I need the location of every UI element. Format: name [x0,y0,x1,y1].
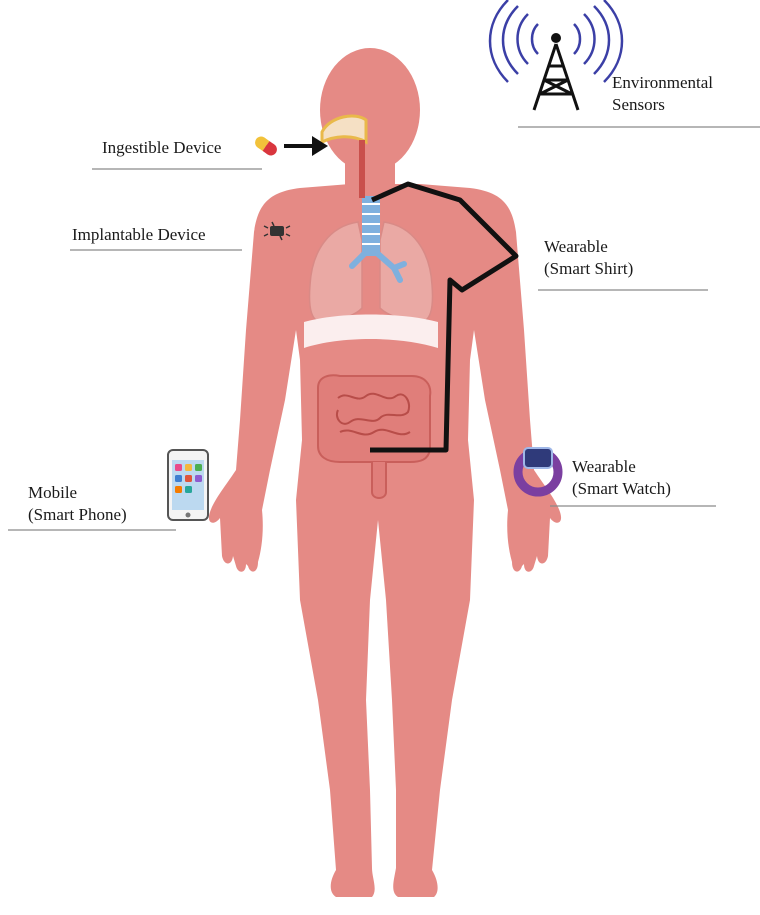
label-smart-phone-line2: (Smart Phone) [28,504,127,526]
label-smart-watch: Wearable (Smart Watch) [572,456,671,500]
label-smart-watch-line2: (Smart Watch) [572,478,671,500]
label-smart-watch-line1: Wearable [572,456,671,478]
label-smart-phone: Mobile (Smart Phone) [28,482,127,526]
label-smart-phone-line1: Mobile [28,482,127,504]
label-environmental-sensors: Environmental Sensors [612,72,713,116]
pill-capsule-icon [253,134,280,158]
label-environmental-sensors-line2: Sensors [612,94,713,116]
label-ingestible-device: Ingestible Device [102,137,221,159]
label-environmental-sensors-line1: Environmental [612,72,713,94]
smartphone-icon [168,450,208,520]
label-smart-shirt-line2: (Smart Shirt) [544,258,633,280]
label-smart-shirt: Wearable (Smart Shirt) [544,236,633,280]
label-implantable-device: Implantable Device [72,224,206,246]
label-smart-shirt-line1: Wearable [544,236,633,258]
antenna-tower-icon [490,0,622,110]
